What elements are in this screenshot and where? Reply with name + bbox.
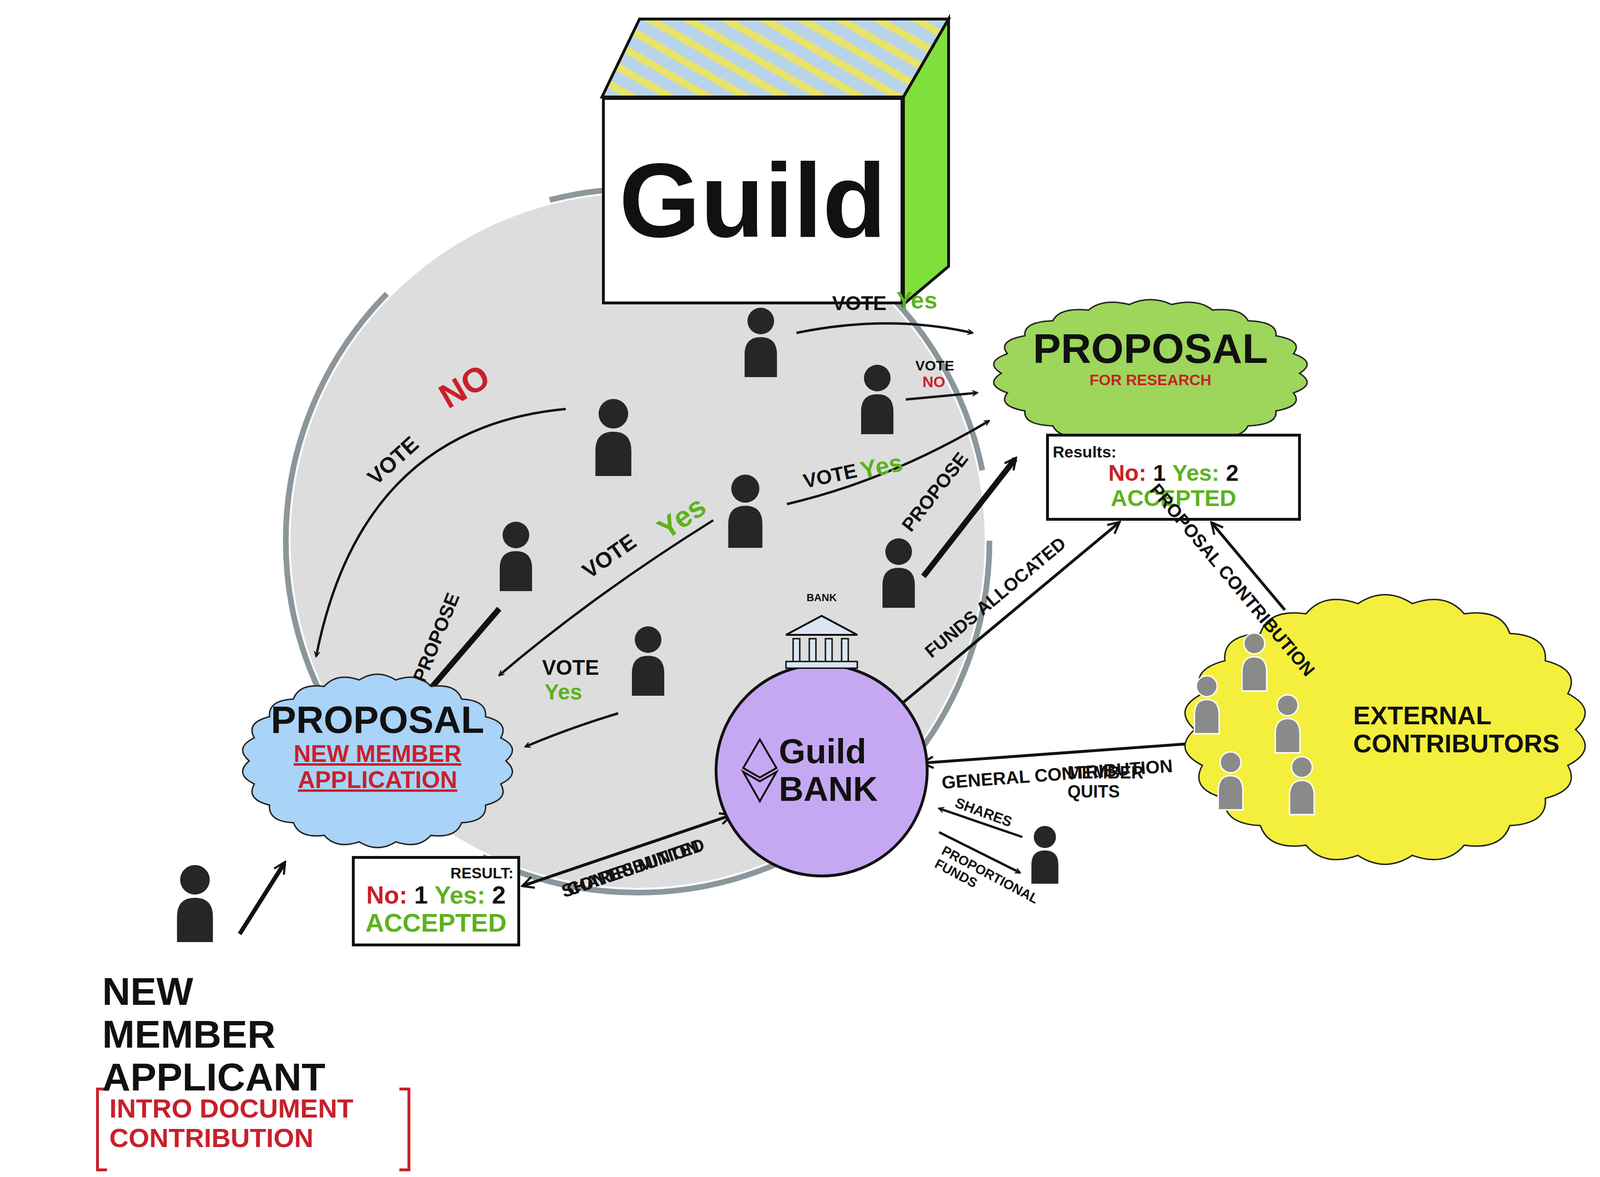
- node-text: EXTERNAL CONTRIBUTORS: [1353, 701, 1560, 758]
- edge-label: GENERAL CONTRIBUTION: [940, 756, 1174, 793]
- annotation-label: VOTE: [362, 431, 424, 490]
- edge-label: CONTRIBUTION: [564, 836, 702, 901]
- node-text: RESULT:: [358, 864, 514, 882]
- node-content: PROPOSALNEW MEMBER APPLICATION: [234, 665, 521, 827]
- result-box: RESULT:No:1Yes:2ACCEPTED: [351, 855, 521, 947]
- node-text: NEW MEMBER APPLICATION: [268, 740, 487, 794]
- node-text: Guild: [611, 143, 894, 259]
- annotation-label: Yes: [651, 489, 712, 546]
- node-content: Guild: [601, 96, 904, 305]
- node-text: 2: [1225, 460, 1239, 486]
- annotation-label: NO: [922, 373, 946, 391]
- annotation-label: PROPOSE: [408, 589, 464, 685]
- node-text: PROPOSAL: [1018, 325, 1283, 372]
- node-text: 1: [414, 881, 428, 909]
- annotation-label: VOTE: [542, 656, 600, 679]
- flow-arrow: [899, 522, 1120, 706]
- bracket: [97, 1088, 409, 1170]
- prism-side: [903, 19, 949, 305]
- annotation-label: VOTE: [801, 459, 859, 493]
- annotation-label: PROPORTIONAL FUNDS: [932, 843, 1056, 928]
- node-text: ACCEPTED: [358, 908, 514, 937]
- node-text: Results:: [1052, 443, 1295, 461]
- research-proposal-cloud: PROPOSALFOR RESEARCH: [984, 292, 1317, 455]
- node-text: 2: [492, 881, 506, 909]
- annotation-label: NEW MEMBER APPLICANT: [102, 969, 326, 1099]
- node-text: No:: [1108, 460, 1147, 486]
- node-text: PROPOSAL: [268, 698, 487, 741]
- node-text: No:: [366, 881, 408, 909]
- node-text: BANK: [714, 591, 929, 604]
- edge-label: FUNDS ALLOCATED: [921, 533, 1070, 662]
- annotation-label: INTRO DOCUMENT CONTRIBUTION: [109, 1093, 405, 1153]
- annotation-label: NO: [432, 357, 496, 416]
- node-content: BANKGuild BANK: [714, 663, 929, 878]
- annotation-label: PROPOSE: [897, 448, 972, 536]
- annotation-label: VOTE: [577, 529, 641, 583]
- node-content: PROPOSALFOR RESEARCH: [984, 292, 1317, 422]
- annotation-label: VOTE: [832, 292, 887, 315]
- vote-arrows: [239, 323, 1023, 934]
- guild-box: Guild: [601, 96, 904, 305]
- annotation-label: Yes: [896, 287, 938, 314]
- annotation-label: Yes: [857, 448, 906, 485]
- node-text: Yes:: [1172, 460, 1220, 486]
- annotation-label: Yes: [544, 679, 582, 705]
- members: [176, 307, 1059, 942]
- node-content: EXTERNAL CONTRIBUTORS: [1173, 581, 1597, 878]
- annotation-label: VOTE: [915, 357, 955, 374]
- node-text: FOR RESEARCH: [1018, 371, 1283, 389]
- node-text: Yes:: [434, 881, 486, 909]
- annotation-label: SHARES: [952, 794, 1015, 830]
- node-content: RESULT:No:1Yes:2ACCEPTED: [351, 855, 521, 947]
- guild-bank-circle: BANKGuild BANK: [714, 663, 929, 878]
- external-contributors-cloud: EXTERNAL CONTRIBUTORS: [1173, 581, 1597, 878]
- prism-top: [601, 19, 949, 97]
- member-proposal-cloud: PROPOSALNEW MEMBER APPLICATION: [234, 665, 521, 856]
- node-text: Guild BANK: [778, 732, 903, 808]
